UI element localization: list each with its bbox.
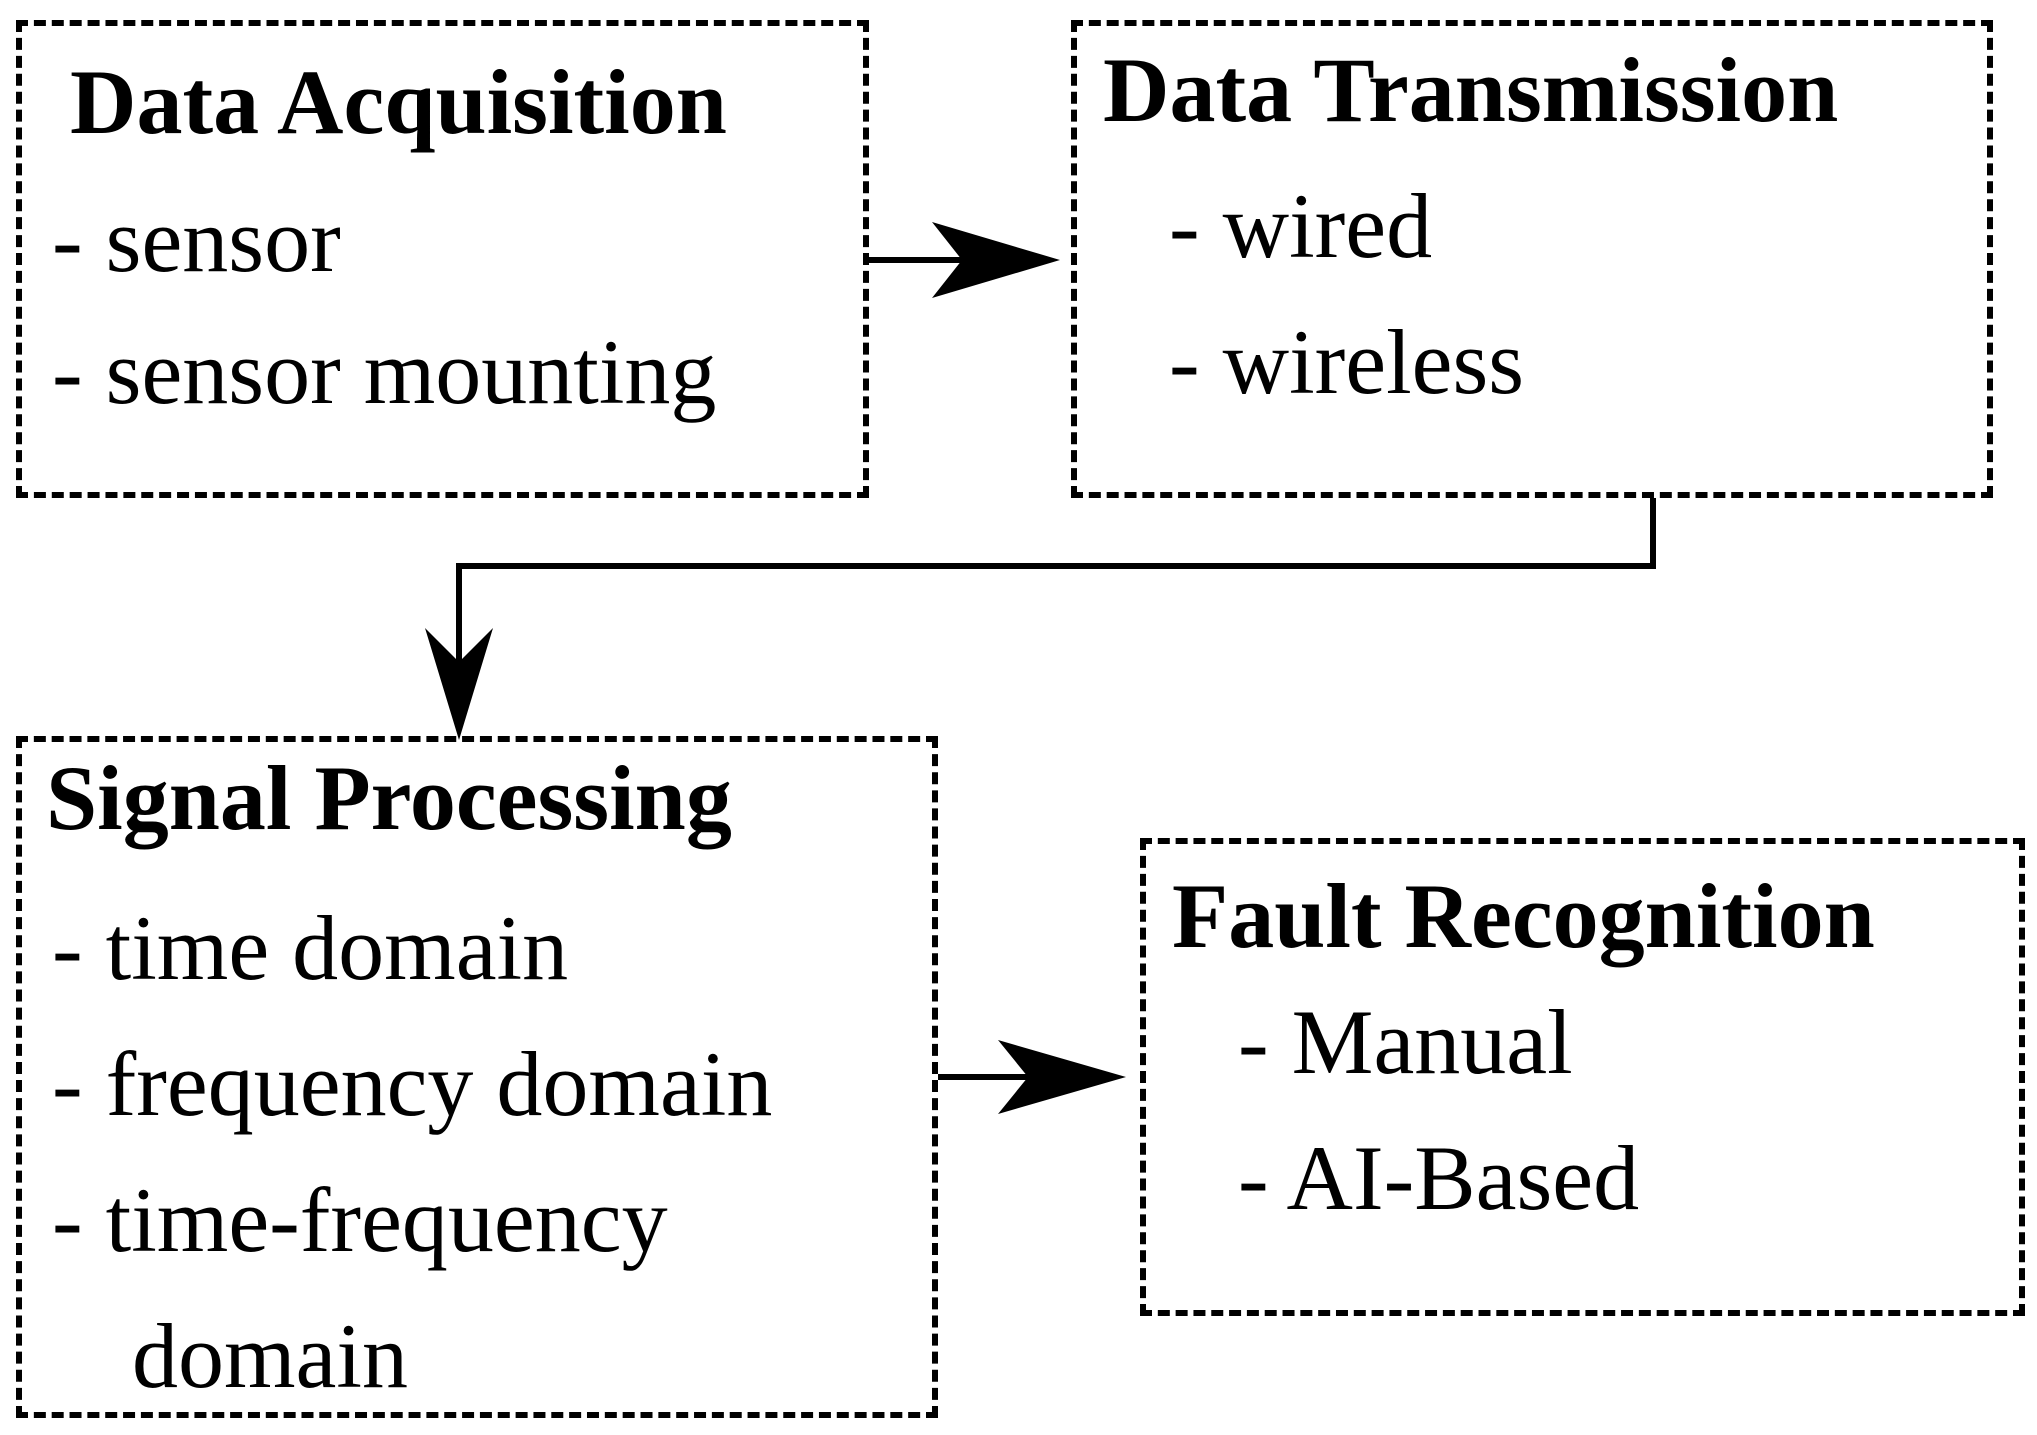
data-acquisition-item-sensor-mounting: - sensor mounting bbox=[52, 321, 717, 423]
signal-processing-item-frequency-domain: - frequency domain bbox=[52, 1033, 773, 1135]
arrow-transmission-to-processing-head bbox=[425, 628, 493, 740]
data-transmission-item-wireless: - wireless bbox=[1169, 311, 1525, 413]
fault-recognition-box: Fault Recognition - Manual - AI-Based bbox=[1140, 838, 2025, 1316]
signal-processing-item-time-frequency: - time-frequency bbox=[52, 1169, 668, 1271]
signal-processing-item-domain-continued: domain bbox=[132, 1305, 408, 1407]
arrow-transmission-to-processing-line bbox=[456, 498, 1656, 680]
signal-processing-box: Signal Processing - time domain - freque… bbox=[16, 736, 938, 1418]
signal-processing-title: Signal Processing bbox=[46, 747, 732, 849]
fault-recognition-item-ai-based: - AI-Based bbox=[1238, 1127, 1640, 1229]
data-acquisition-box: Data Acquisition - sensor - sensor mount… bbox=[16, 20, 869, 498]
data-transmission-box: Data Transmission - wired - wireless bbox=[1071, 20, 1993, 498]
data-transmission-item-wired: - wired bbox=[1169, 175, 1433, 277]
data-acquisition-item-sensor: - sensor bbox=[52, 189, 341, 291]
data-acquisition-title: Data Acquisition bbox=[70, 51, 727, 153]
arrow-processing-to-fault-head bbox=[998, 1040, 1126, 1114]
fault-recognition-item-manual: - Manual bbox=[1238, 991, 1573, 1093]
signal-processing-item-time-domain: - time domain bbox=[52, 897, 569, 999]
data-transmission-title: Data Transmission bbox=[1103, 39, 1839, 141]
fault-recognition-title: Fault Recognition bbox=[1172, 865, 1875, 967]
arrow-acquisition-to-transmission-head bbox=[932, 222, 1060, 298]
